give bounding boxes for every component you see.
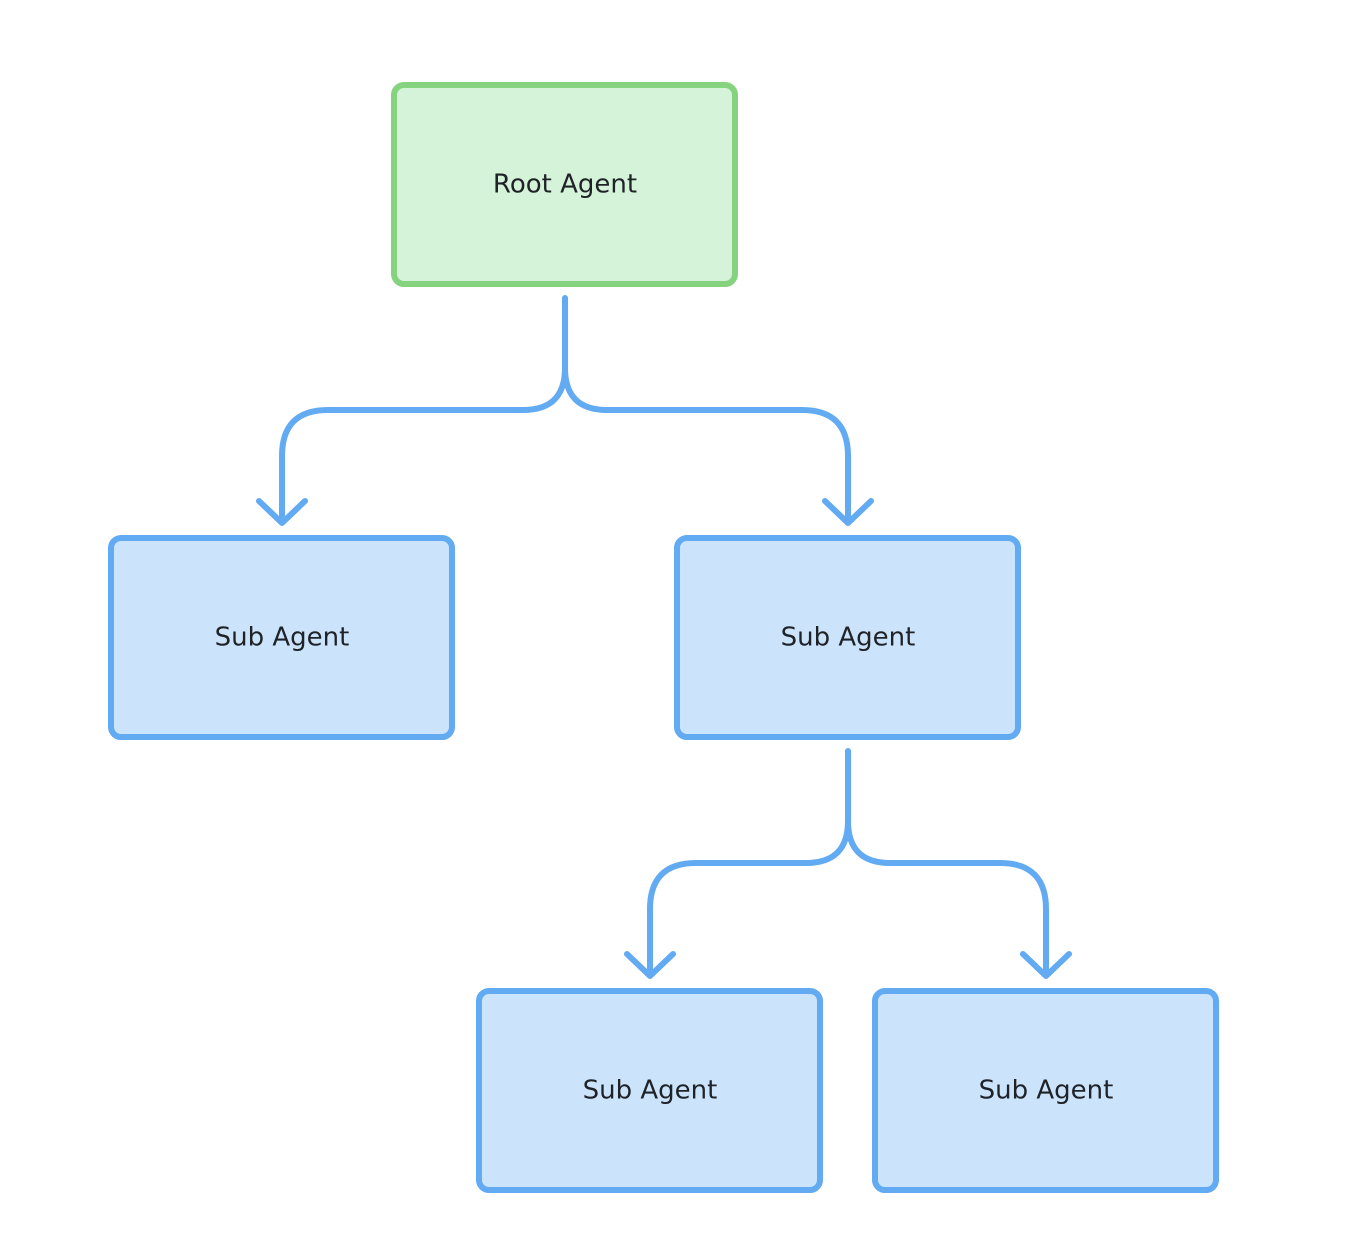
connector-middle-to-bottom-left — [647, 818, 851, 976]
node-sub-agent-left-label: Sub Agent — [215, 623, 350, 653]
node-root-agent-box — [391, 82, 738, 287]
arrowhead-bottom-right — [1020, 951, 1072, 979]
arrowhead-left — [256, 498, 308, 526]
node-root-agent-label: Root Agent — [493, 170, 637, 200]
connector-root-split — [256, 295, 874, 526]
node-sub-agent-bottom-left[interactable]: Sub Agent — [476, 988, 823, 1193]
node-sub-agent-left[interactable]: Sub Agent — [108, 535, 455, 740]
node-sub-agent-middle-label: Sub Agent — [781, 623, 916, 653]
node-sub-agent-bottom-right-label: Sub Agent — [979, 1076, 1114, 1106]
node-sub-agent-middle-box — [674, 535, 1021, 740]
arrowhead-middle — [822, 498, 874, 526]
node-sub-agent-middle[interactable]: Sub Agent — [674, 535, 1021, 740]
connector-root-to-middle — [562, 365, 851, 523]
connector-middle-to-bottom-right — [845, 818, 1049, 976]
arrowhead-bottom-left — [624, 951, 676, 979]
node-sub-agent-bottom-right-box — [872, 988, 1219, 1193]
connector-middle-split — [624, 748, 1072, 979]
node-root-agent[interactable]: Root Agent — [391, 82, 738, 287]
node-sub-agent-bottom-left-box — [476, 988, 823, 1193]
node-sub-agent-bottom-right[interactable]: Sub Agent — [872, 988, 1219, 1193]
node-sub-agent-bottom-left-label: Sub Agent — [583, 1076, 718, 1106]
connector-root-to-left — [279, 365, 568, 523]
node-sub-agent-left-box — [108, 535, 455, 740]
